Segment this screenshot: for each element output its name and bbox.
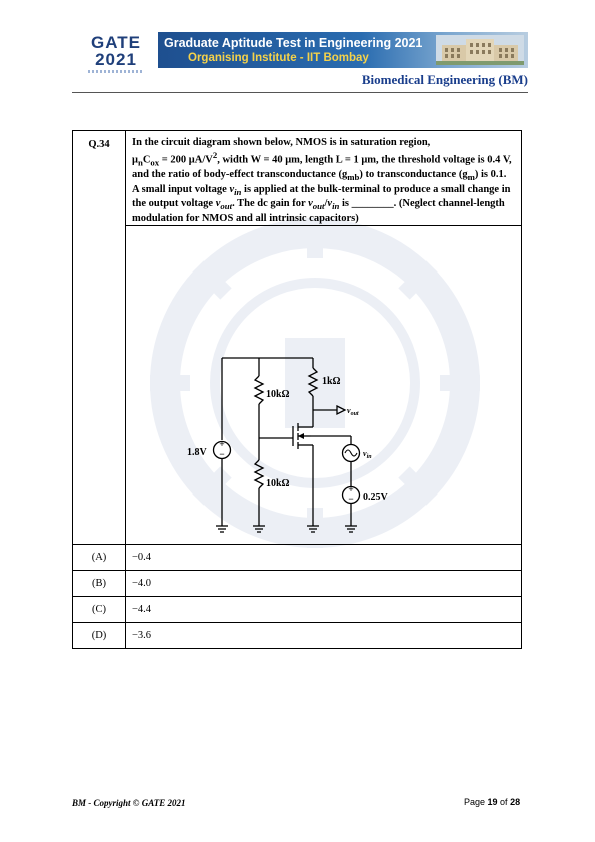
option-value: −0.4 [125,544,522,572]
svg-text:−: − [219,449,224,459]
option-row[interactable]: (D) −3.6 [72,622,522,650]
option-label: (A) [72,544,126,572]
circuit-diagram-cell: + − + − 10kΩ 10kΩ 1kΩ 1.8V 0.25V vout vi [125,225,522,546]
resistor-top-label: 10kΩ [266,389,290,400]
option-label: (C) [72,596,126,624]
option-value: −4.4 [125,596,522,624]
svg-text:+: + [219,439,224,449]
footer-page-number: Page 19 of 28 [464,797,521,807]
option-value: −3.6 [125,622,522,650]
option-label: (D) [72,622,126,650]
option-label: (B) [72,570,126,598]
subject-title: Biomedical Engineering (BM) [361,72,528,87]
question-number: Q.34 [72,129,126,546]
resistor-bottom-label: 10kΩ [266,478,290,489]
vout-label: vout [347,406,359,417]
option-row[interactable]: (A) −0.4 [72,544,522,572]
option-row[interactable]: (B) −4.0 [72,570,522,598]
svg-text:−: − [348,494,353,504]
vbias-label: 0.25V [363,492,389,503]
vdd-label: 1.8V [187,447,208,458]
ground-icons [216,525,357,533]
page-header: GATE 2021 Graduate Aptitude Test in Engi… [72,32,528,90]
question-text: In the circuit diagram shown below, NMOS… [125,129,522,227]
header-title: Graduate Aptitude Test in Engineering 20… [164,36,423,50]
option-row[interactable]: (C) −4.4 [72,596,522,624]
logo-line1: GATE [91,33,141,52]
footer-copyright: BM - Copyright © GATE 2021 [72,798,186,808]
logo-line2: 2021 [95,50,137,69]
resistor-drain-label: 1kΩ [322,376,341,387]
institute-building-image [436,35,524,65]
header-divider [72,92,528,93]
svg-text:+: + [348,484,353,494]
header-organiser: Organising Institute - IIT Bombay [188,52,369,64]
header-banner: Graduate Aptitude Test in Engineering 20… [158,32,528,68]
option-value: −4.0 [125,570,522,598]
gate-logo: GATE 2021 [88,34,144,74]
question-table: Q.34 In the circuit diagram shown below,… [72,129,522,650]
circuit-diagram: + − + − 10kΩ 10kΩ 1kΩ 1.8V 0.25V vout vi [187,357,389,533]
vin-label: vin [363,449,372,460]
